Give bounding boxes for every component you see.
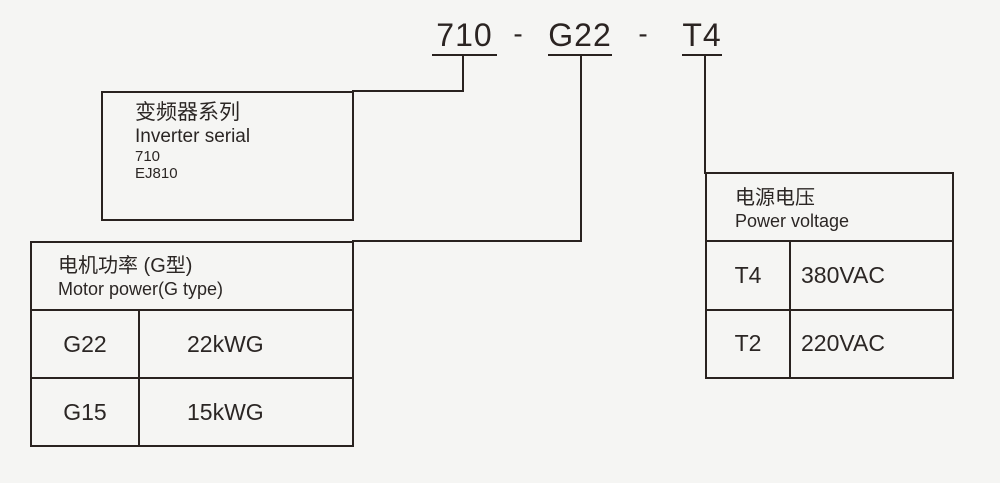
motor-power-value: 22kWG bbox=[187, 330, 264, 357]
power-voltage-title-en: Power voltage bbox=[735, 211, 850, 231]
model-segment-voltage: T4 bbox=[682, 15, 722, 56]
table-row: G15 15kWG bbox=[32, 379, 352, 445]
motor-power-title-zh: 电机功率 (G型) bbox=[58, 255, 193, 277]
motor-power-value: 15kWG bbox=[187, 398, 264, 425]
table-row: T2 220VAC bbox=[707, 310, 952, 377]
voltage-value: 380VAC bbox=[801, 261, 885, 288]
power-voltage-title-zh: 电源电压 bbox=[735, 187, 815, 209]
motor-power-code: G22 bbox=[32, 311, 140, 377]
motor-power-code: G15 bbox=[32, 379, 140, 445]
connector-power-horizontal bbox=[352, 240, 582, 242]
inverter-series-box: 变频器系列 Inverter serial 710 EJ810 bbox=[101, 91, 354, 221]
connector-power-vertical bbox=[580, 56, 582, 242]
motor-power-header: 电机功率 (G型) Motor power(G type) bbox=[32, 243, 352, 311]
connector-voltage-vertical bbox=[704, 56, 706, 174]
series-title-en: Inverter serial bbox=[135, 126, 251, 147]
voltage-code: T2 bbox=[707, 310, 791, 377]
series-title-zh: 变频器系列 bbox=[135, 101, 240, 124]
motor-power-table: 电机功率 (G型) Motor power(G type) G22 22kWG … bbox=[30, 241, 354, 447]
table-row: G22 22kWG bbox=[32, 311, 352, 379]
connector-series-vertical bbox=[462, 56, 464, 92]
power-voltage-header: 电源电压 Power voltage bbox=[707, 174, 952, 242]
motor-power-title-en: Motor power(G type) bbox=[58, 279, 224, 299]
model-segment-power: G22 bbox=[548, 15, 612, 56]
connector-series-horizontal bbox=[352, 90, 464, 92]
model-separator: - bbox=[513, 18, 523, 49]
voltage-code: T4 bbox=[707, 242, 791, 309]
voltage-value: 220VAC bbox=[801, 330, 885, 357]
model-separator: - bbox=[638, 18, 648, 49]
table-row: T4 380VAC bbox=[707, 242, 952, 311]
power-voltage-table: 电源电压 Power voltage T4 380VAC T2 220VAC bbox=[705, 172, 954, 379]
series-item: 710 bbox=[135, 148, 161, 165]
series-item: EJ810 bbox=[135, 165, 178, 182]
model-segment-series: 710 bbox=[432, 15, 497, 56]
